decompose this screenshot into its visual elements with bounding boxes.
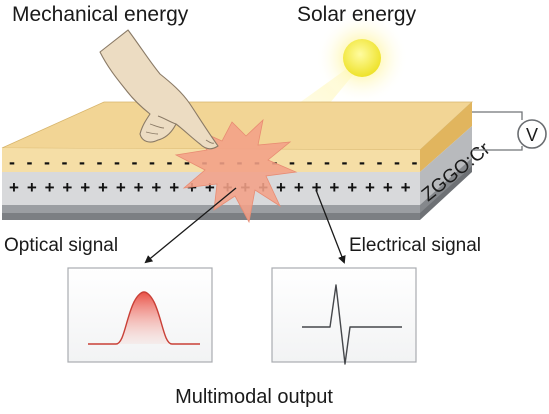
negative-charge: - — [167, 152, 173, 172]
negative-charge: - — [342, 152, 348, 172]
negative-charge: - — [114, 152, 120, 172]
positive-charge: + — [329, 178, 339, 197]
voltmeter-circuit: V — [472, 111, 547, 151]
voltmeter-label: V — [526, 125, 538, 145]
negative-charge: - — [377, 152, 383, 172]
positive-charge: + — [365, 178, 375, 197]
solar-energy-label: Solar energy — [297, 3, 417, 26]
device-slab — [1, 101, 474, 220]
optical-curve — [88, 291, 200, 345]
positive-charge: + — [9, 178, 19, 197]
negative-charge: - — [149, 152, 155, 172]
negative-charge: - — [184, 152, 190, 172]
negative-charge: - — [359, 152, 365, 172]
positive-charge: + — [80, 178, 90, 197]
positive-charge: + — [187, 178, 197, 197]
negative-charge: - — [9, 152, 15, 172]
negative-charge: - — [289, 152, 295, 172]
positive-charge: + — [45, 178, 55, 197]
positive-charge: + — [294, 178, 304, 197]
positive-charge: + — [27, 178, 37, 197]
negative-charge: - — [44, 152, 50, 172]
voltmeter-icon — [517, 119, 547, 149]
negative-charge: - — [97, 152, 103, 172]
electrical-signal-panel — [271, 267, 417, 365]
negative-charge: - — [324, 152, 330, 172]
electrical-arrow — [315, 189, 346, 264]
positive-charge: + — [169, 178, 179, 197]
positive-charge: + — [116, 178, 126, 197]
positive-charge: + — [205, 178, 215, 197]
negative-charge: - — [27, 152, 33, 172]
mechanical-energy-label: Mechanical energy — [12, 3, 189, 26]
positive-charge: + — [312, 178, 322, 197]
hand-icon — [99, 29, 219, 150]
multimodal-output-label: Multimodal output — [175, 386, 333, 408]
optical-arrow — [144, 187, 237, 264]
positive-charge: + — [151, 178, 161, 197]
positive-charge: + — [62, 178, 72, 197]
positive-charge: + — [383, 178, 393, 197]
negative-charge: - — [272, 152, 278, 172]
optical-signal-panel — [67, 267, 213, 363]
positive-charge: + — [347, 178, 357, 197]
positive-charge: + — [401, 178, 411, 197]
negative-charge: - — [307, 152, 313, 172]
negative-charge: - — [62, 152, 68, 172]
electrical-curve — [302, 284, 402, 365]
negative-charge: - — [412, 152, 418, 172]
optical-signal-label: Optical signal — [4, 235, 118, 256]
positive-charge: + — [98, 178, 108, 197]
negative-charge: - — [394, 152, 400, 172]
optical-peak-fill — [88, 292, 200, 344]
negative-charge: - — [132, 152, 138, 172]
electrical-signal-label: Electrical signal — [349, 235, 481, 256]
positive-charge: + — [276, 178, 286, 197]
negative-charge: - — [79, 152, 85, 172]
positive-charge: + — [134, 178, 144, 197]
